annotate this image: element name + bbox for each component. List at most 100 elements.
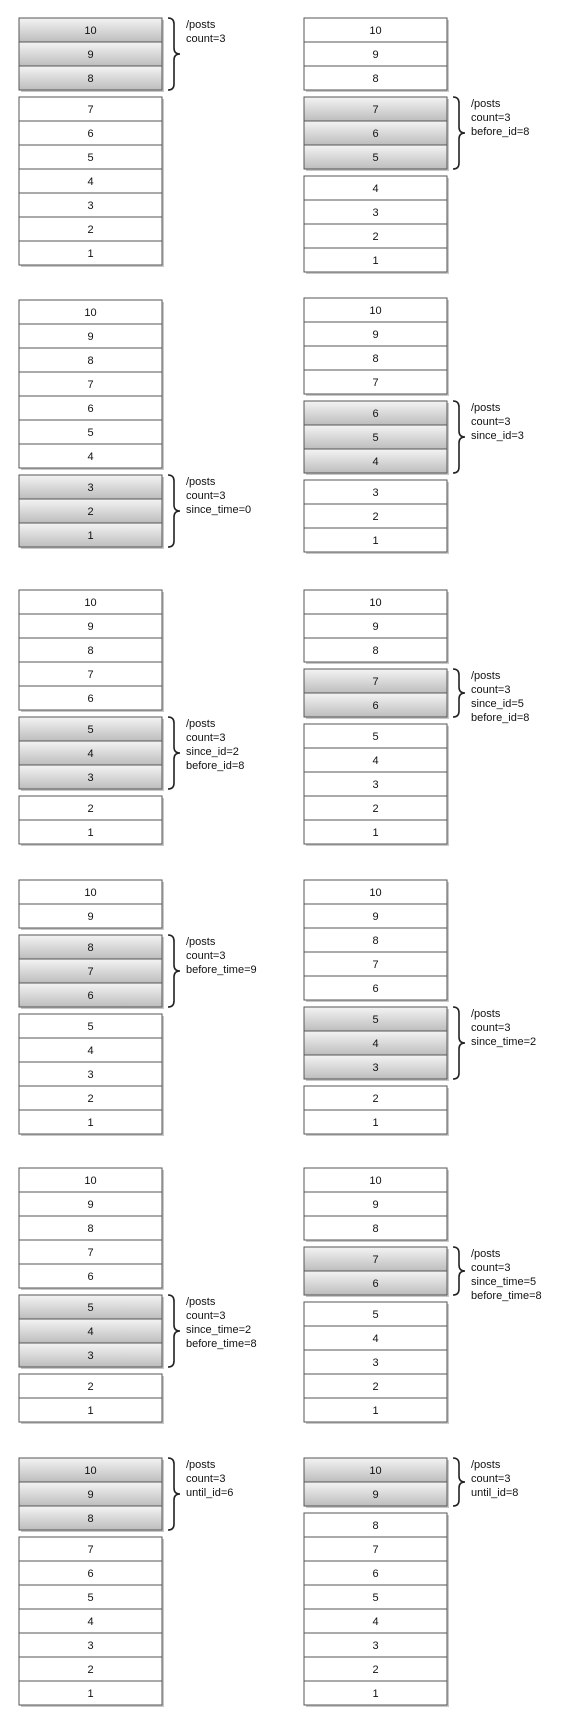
query-param: count=3 bbox=[471, 1022, 510, 1034]
query-param: count=3 bbox=[186, 33, 225, 45]
cell-box bbox=[18, 1263, 163, 1289]
list-cell: 6 bbox=[18, 685, 163, 711]
list-cell: 9 bbox=[303, 41, 448, 67]
cell-number: 3 bbox=[372, 1357, 378, 1369]
cell-box bbox=[303, 527, 448, 553]
cell-box bbox=[18, 1061, 163, 1087]
cell-box bbox=[303, 1030, 448, 1056]
cell-number: 9 bbox=[87, 1489, 93, 1501]
selected-cell: 10 bbox=[18, 1457, 163, 1483]
cell-number: 1 bbox=[372, 1405, 378, 1417]
cell-box bbox=[18, 323, 163, 349]
selected-cell: 8 bbox=[18, 934, 163, 960]
cell-number: 5 bbox=[87, 427, 93, 439]
cell-box bbox=[303, 1270, 448, 1296]
cell-number: 9 bbox=[87, 331, 93, 343]
query-param: before_time=9 bbox=[186, 964, 257, 976]
cell-number: 8 bbox=[87, 942, 93, 954]
cell-box bbox=[303, 223, 448, 249]
cell-number: 1 bbox=[372, 255, 378, 267]
selected-cell: 2 bbox=[18, 498, 163, 524]
query-param: before_id=8 bbox=[186, 760, 244, 772]
cell-number: 7 bbox=[372, 1254, 378, 1266]
list-cell: 1 bbox=[18, 1109, 163, 1135]
cell-number: 6 bbox=[87, 990, 93, 1002]
list-cell: 10 bbox=[18, 589, 163, 615]
cell-box bbox=[18, 41, 163, 67]
cell-box bbox=[18, 903, 163, 929]
cell-number: 6 bbox=[87, 403, 93, 415]
list-cell: 1 bbox=[303, 247, 448, 273]
panel-p6: 10987654321/postscount=3since_id=5before… bbox=[303, 589, 529, 846]
cell-number: 9 bbox=[372, 911, 378, 923]
selected-cell: 7 bbox=[303, 96, 448, 122]
cell-number: 2 bbox=[87, 1664, 93, 1676]
cell-box bbox=[18, 1215, 163, 1241]
cell-box bbox=[303, 1560, 448, 1586]
cell-box bbox=[303, 668, 448, 694]
selected-block: 109 bbox=[303, 1457, 449, 1508]
selected-cell: 3 bbox=[303, 1054, 448, 1080]
cell-number: 5 bbox=[372, 432, 378, 444]
cell-number: 3 bbox=[87, 1350, 93, 1362]
cell-box bbox=[303, 479, 448, 505]
list-cell: 4 bbox=[18, 443, 163, 469]
list-cell: 8 bbox=[303, 927, 448, 953]
cell-number: 8 bbox=[372, 73, 378, 85]
cell-box bbox=[303, 1632, 448, 1658]
selected-cell: 5 bbox=[18, 716, 163, 742]
list-cell: 10 bbox=[18, 299, 163, 325]
list-cell: 2 bbox=[18, 1085, 163, 1111]
cell-number: 8 bbox=[372, 1223, 378, 1235]
list-cell: 2 bbox=[303, 503, 448, 529]
cell-number: 3 bbox=[87, 1640, 93, 1652]
cell-box bbox=[303, 589, 448, 615]
cell-box bbox=[303, 1608, 448, 1634]
item-block: 321 bbox=[303, 479, 449, 554]
selected-cell: 6 bbox=[303, 400, 448, 426]
cell-number: 2 bbox=[372, 1381, 378, 1393]
list-cell: 4 bbox=[18, 1608, 163, 1634]
list-cell: 3 bbox=[303, 199, 448, 225]
list-cell: 4 bbox=[303, 1608, 448, 1634]
cell-box bbox=[18, 65, 163, 91]
cell-number: 5 bbox=[372, 152, 378, 164]
cell-box bbox=[18, 1608, 163, 1634]
selected-block: 765 bbox=[303, 96, 449, 171]
curly-brace bbox=[167, 1294, 181, 1368]
cell-box bbox=[18, 1294, 163, 1320]
list-cell: 4 bbox=[18, 168, 163, 194]
list-cell: 1 bbox=[303, 1397, 448, 1423]
list-cell: 8 bbox=[18, 347, 163, 373]
cell-number: 9 bbox=[372, 1199, 378, 1211]
list-cell: 2 bbox=[18, 795, 163, 821]
cell-number: 3 bbox=[87, 1069, 93, 1081]
selected-cell: 6 bbox=[303, 692, 448, 718]
selected-cell: 4 bbox=[303, 1030, 448, 1056]
cell-box bbox=[303, 400, 448, 426]
selected-cell: 6 bbox=[303, 1270, 448, 1296]
cell-number: 5 bbox=[372, 1309, 378, 1321]
cell-number: 2 bbox=[372, 1664, 378, 1676]
selected-block: 76 bbox=[303, 1246, 449, 1297]
cell-box bbox=[18, 685, 163, 711]
query-param: /posts bbox=[186, 718, 216, 730]
cell-number: 6 bbox=[87, 1568, 93, 1580]
list-cell: 2 bbox=[303, 223, 448, 249]
list-cell: 10 bbox=[18, 1167, 163, 1193]
query-param: /posts bbox=[186, 1296, 216, 1308]
list-cell: 8 bbox=[18, 637, 163, 663]
list-cell: 2 bbox=[303, 1373, 448, 1399]
